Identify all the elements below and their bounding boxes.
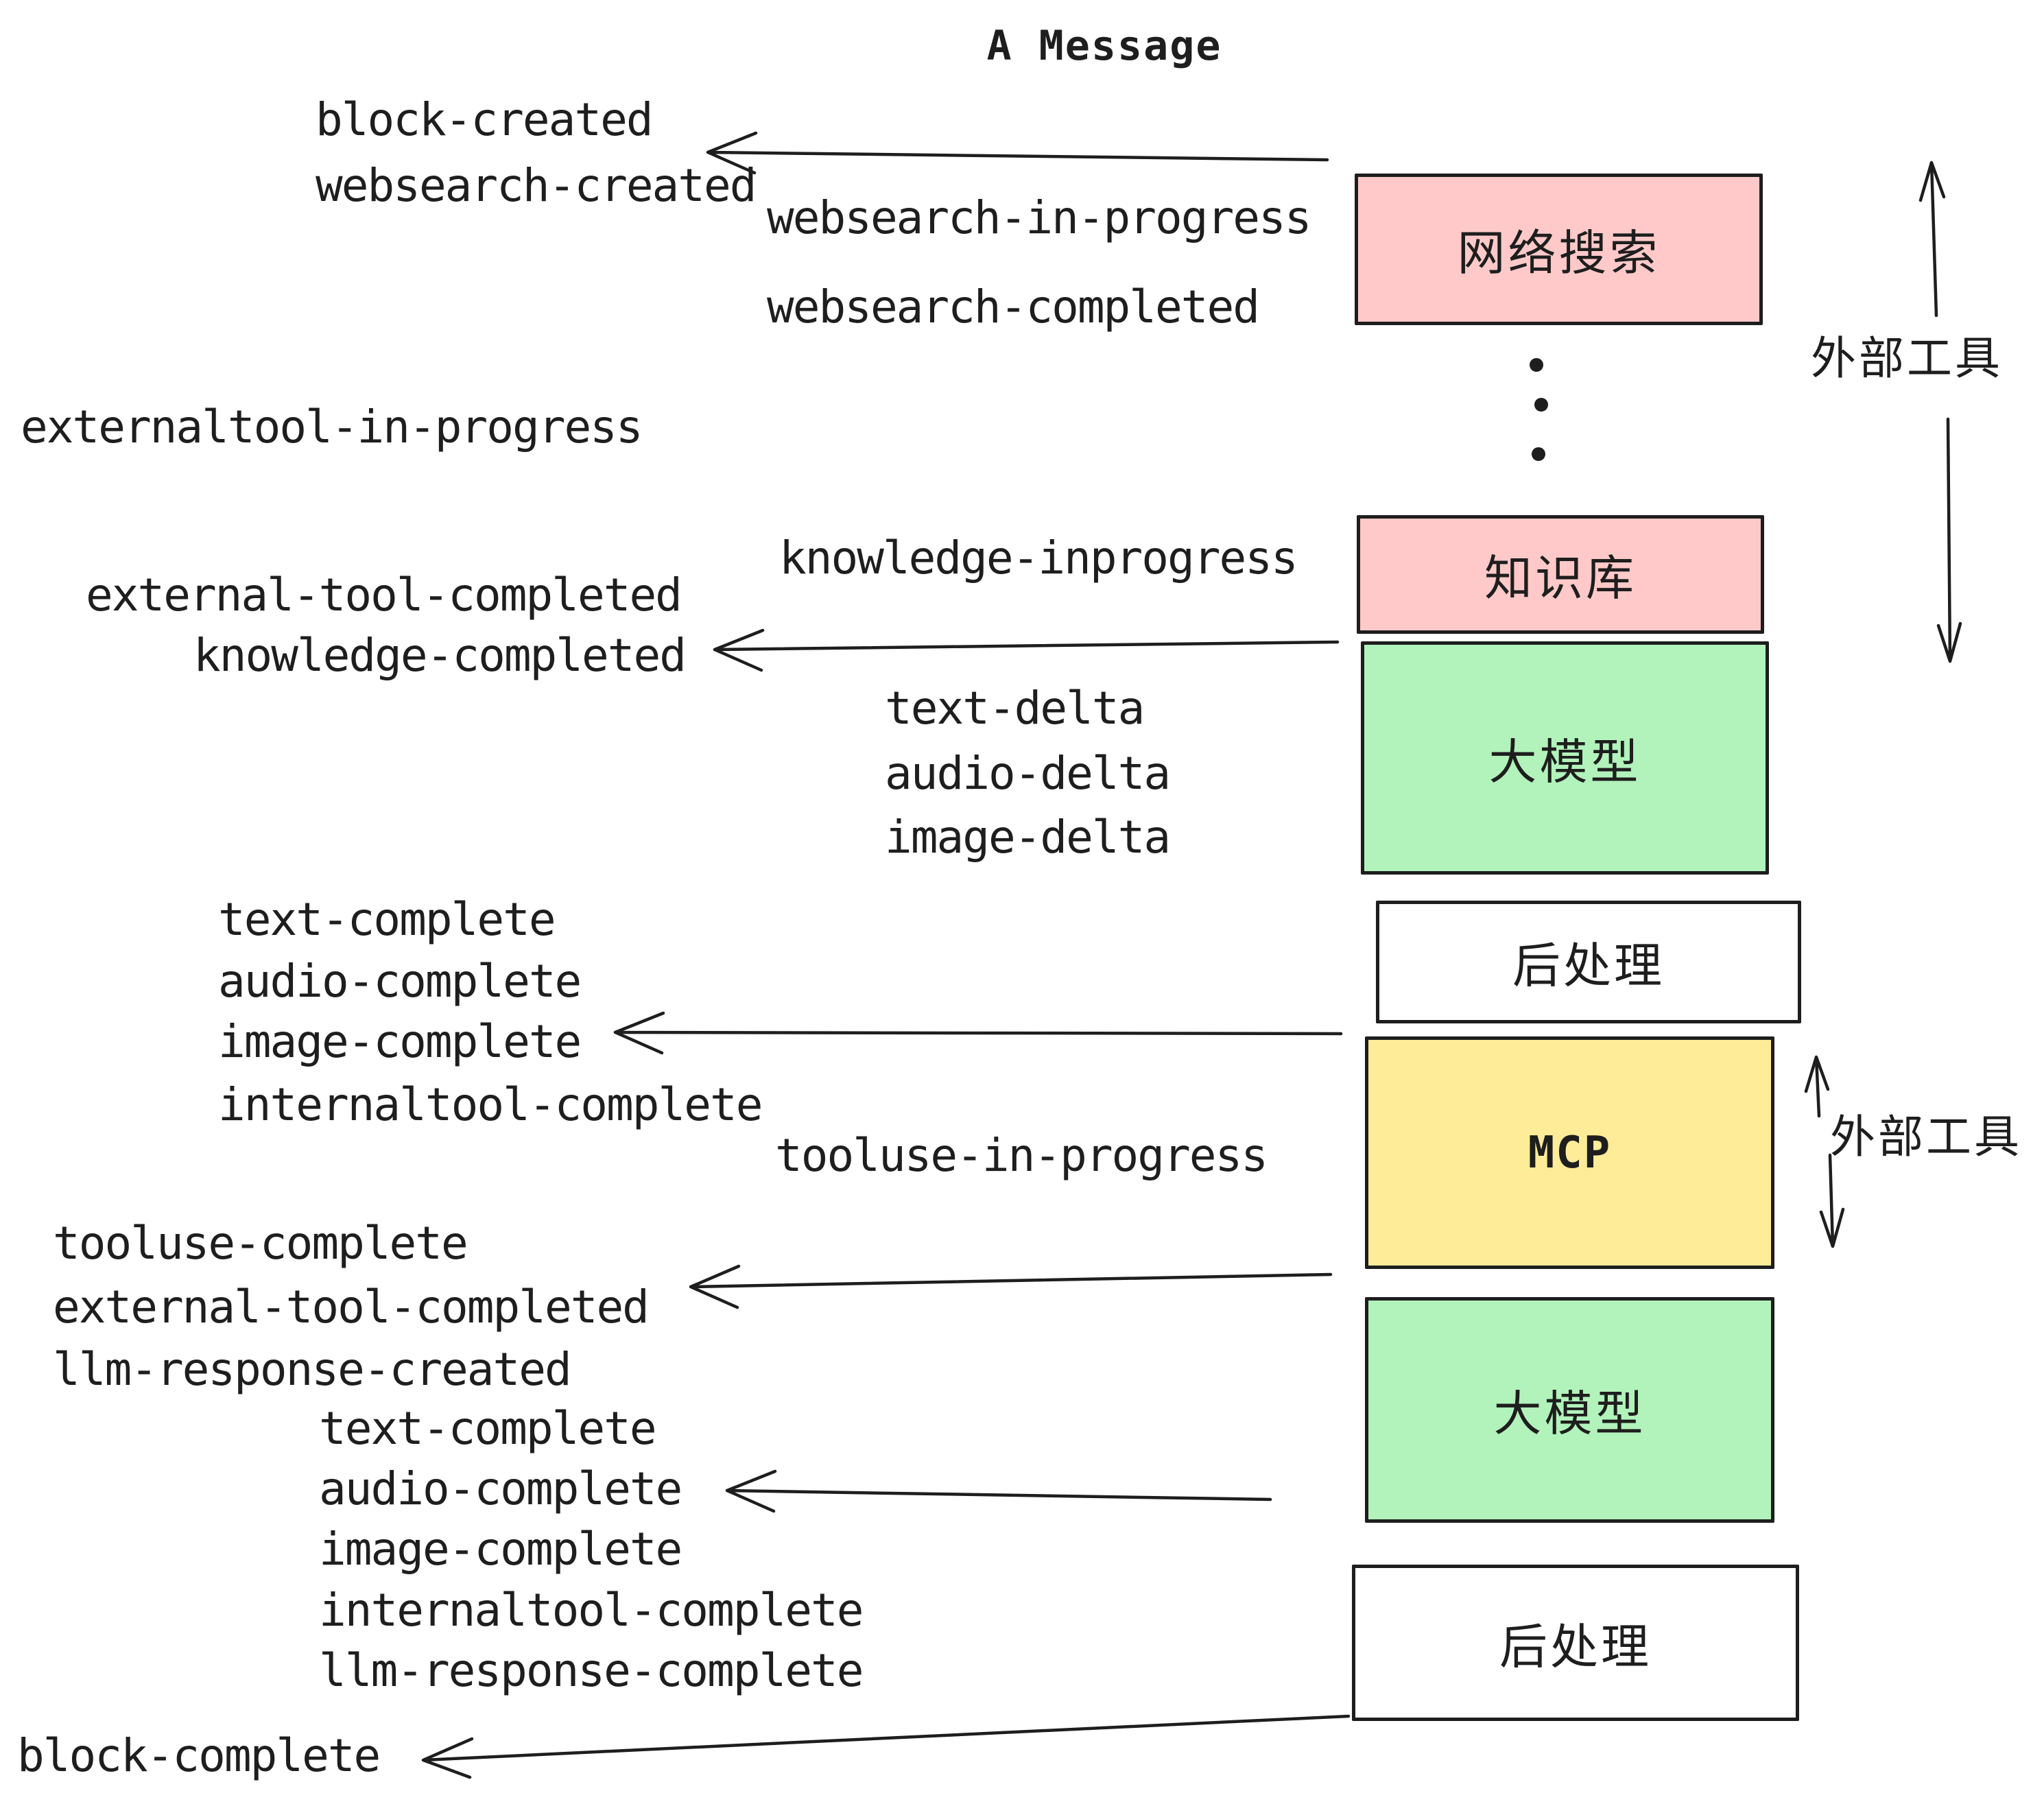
event-llm-response-created: llm-response-created — [53, 1343, 572, 1396]
event-text-complete: text-complete — [218, 893, 556, 946]
event-image-complete-2: image-complete — [319, 1523, 682, 1576]
arrow-internaltool-complete — [613, 1011, 1343, 1055]
external-tools-arrow-down-bottom — [1819, 1153, 1845, 1248]
external-tools-arrow-down-top — [1936, 417, 1962, 663]
event-llm-response-complete: llm-response-complete — [319, 1644, 864, 1697]
arrow-block-complete — [421, 1714, 1351, 1779]
event-block-complete: block-complete — [17, 1729, 381, 1782]
node-knowledge-base: 知识库 — [1357, 515, 1764, 634]
event-block-created: block-created — [316, 93, 654, 146]
event-externaltool-in-progress: externaltool-in-progress — [21, 401, 643, 453]
event-text-complete-2: text-complete — [319, 1402, 657, 1455]
node-mcp: MCP — [1365, 1036, 1774, 1269]
event-websearch-completed: websearch-completed — [767, 281, 1260, 333]
event-tooluse-in-progress: tooluse-in-progress — [775, 1129, 1268, 1182]
event-audio-delta: audio-delta — [885, 747, 1171, 800]
event-audio-complete: audio-complete — [218, 955, 582, 1008]
event-internaltool-complete-2: internaltool-complete — [319, 1584, 864, 1637]
event-knowledge-completed: knowledge-completed — [193, 629, 687, 682]
node-postprocess-1: 后处理 — [1376, 901, 1801, 1023]
ellipsis-dots — [1530, 358, 1548, 461]
arrow-tooluse-complete — [689, 1264, 1333, 1309]
arrow-audio-complete — [725, 1469, 1272, 1513]
node-llm-2: 大模型 — [1365, 1297, 1774, 1523]
annotation-external-tools-bottom: 外部工具 — [1830, 1111, 2022, 1163]
event-internaltool-complete: internaltool-complete — [218, 1078, 763, 1131]
event-text-delta: text-delta — [885, 682, 1145, 735]
arrow-knowledge-completed — [713, 628, 1340, 672]
event-audio-complete-2: audio-complete — [319, 1462, 682, 1515]
external-tools-arrow-up-bottom — [1804, 1055, 1830, 1118]
event-external-tool-completed: external-tool-completed — [86, 569, 682, 621]
page-title: A Message — [986, 22, 1222, 70]
node-postprocess-2: 后处理 — [1352, 1565, 1799, 1721]
event-image-delta: image-delta — [885, 811, 1171, 864]
annotation-external-tools-top: 外部工具 — [1811, 332, 2003, 385]
event-image-complete: image-complete — [218, 1015, 582, 1068]
event-knowledge-inprogress: knowledge-inprogress — [779, 532, 1298, 584]
arrow-websearch-created — [706, 131, 1329, 175]
event-external-tool-completed-2: external-tool-completed — [53, 1281, 650, 1333]
event-websearch-created: websearch-created — [316, 159, 757, 212]
external-tools-arrow-up-top — [1918, 161, 1946, 318]
event-websearch-in-progress: websearch-in-progress — [767, 191, 1311, 244]
event-tooluse-complete: tooluse-complete — [53, 1217, 468, 1270]
node-llm-1: 大模型 — [1361, 641, 1769, 875]
node-websearch: 网络搜索 — [1355, 174, 1763, 325]
